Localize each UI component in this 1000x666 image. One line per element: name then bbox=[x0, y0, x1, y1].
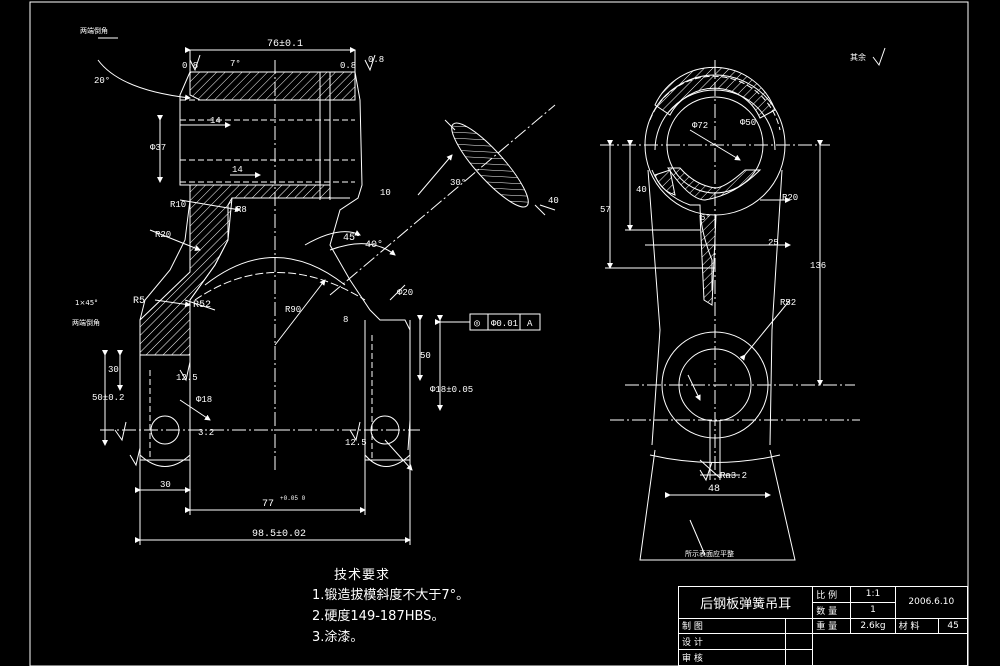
gdt-symbol: ◎ bbox=[474, 319, 480, 330]
section-cut-ellipse bbox=[451, 122, 529, 208]
part-name: 后钢板弹簧吊耳 bbox=[677, 586, 814, 619]
left-view-labels: 76±0.1 0.8 7° 0.8 0.8 14 14 Φ37 R10 R8 R… bbox=[72, 26, 559, 540]
surface-note: 所示表面应平整 bbox=[685, 549, 734, 558]
tech-item-3: 3.涂漆。 bbox=[312, 630, 364, 645]
dim-r20: R20 bbox=[782, 193, 798, 203]
dim-small-8: 8 bbox=[343, 315, 348, 325]
dim-right-50: 50 bbox=[420, 351, 431, 361]
dim-width-14: 14 bbox=[210, 116, 221, 126]
dim-width-77: 77 bbox=[262, 499, 274, 510]
note-top-left: 两端倒角 bbox=[80, 26, 108, 35]
gdt-datum: A bbox=[527, 319, 533, 329]
dim-ang6: 6° bbox=[700, 213, 711, 223]
dim-r8: R8 bbox=[236, 205, 247, 215]
dim-ang45: 45° bbox=[343, 232, 361, 244]
dim-left-50: 50±0.2 bbox=[92, 393, 124, 403]
dim-w48: 48 bbox=[708, 484, 720, 495]
dim-left-30: 30 bbox=[108, 365, 119, 375]
tech-item-1: 1.锻造拔模斜度不大于7°。 bbox=[312, 588, 470, 603]
gdt-value: Φ0.01 bbox=[491, 319, 518, 329]
right-view bbox=[600, 47, 886, 561]
note-left-bottom: 两端倒角 bbox=[72, 318, 100, 327]
dim-ang40: 40° bbox=[365, 239, 383, 251]
material-value: 45 bbox=[938, 617, 968, 635]
dim-chamfer-right: 0.8 bbox=[340, 61, 356, 71]
technical-requirements: 技术要求 1.锻造拔模斜度不大于7°。 2.硬度149-187HBS。 3.涂漆… bbox=[312, 567, 552, 648]
dim-h136: 136 bbox=[810, 261, 826, 271]
weight-label: 重 量 bbox=[812, 617, 852, 635]
dim-r90: R90 bbox=[285, 305, 301, 315]
dim-d20: Φ20 bbox=[397, 288, 413, 298]
rough-a: 12.5 bbox=[176, 373, 198, 383]
right-view-labels: Φ72 Φ50 40 57 6° 25 R52 136 R20 48 Ra3.2… bbox=[600, 52, 866, 558]
dim-angle-top-left: 20° bbox=[94, 76, 110, 86]
dim-d72: Φ72 bbox=[692, 121, 708, 131]
dim-tilt: 7° bbox=[230, 59, 241, 69]
tech-item-2: 2.硬度149-187HBS。 bbox=[312, 609, 445, 624]
dim-r20: R20 bbox=[155, 230, 171, 240]
drawing-date: 2006.6.10 bbox=[894, 586, 969, 619]
dim-r52: R52 bbox=[193, 300, 211, 311]
rough-d: 3.2 bbox=[198, 428, 214, 438]
scale-value: 1:1 bbox=[850, 586, 896, 603]
dim-bore-37: Φ37 bbox=[150, 143, 166, 153]
dim-lower-14: 14 bbox=[232, 165, 243, 175]
dim-r25: 25 bbox=[768, 238, 779, 248]
note-left-mid: 1×45° bbox=[75, 299, 98, 307]
dim-hole-18: Φ18 bbox=[196, 395, 212, 405]
review-label: 审 核 bbox=[677, 649, 787, 666]
dim-len-30: 30 bbox=[160, 480, 171, 490]
arm-rib bbox=[699, 214, 717, 306]
dim-width-98: 98.5±0.02 bbox=[252, 529, 306, 540]
draw-label: 制 图 bbox=[677, 617, 787, 635]
dim-top-width: 76±0.1 bbox=[267, 39, 303, 50]
dim-tol: Ra3.2 bbox=[720, 471, 747, 481]
dim-hole-side: Φ18±0.05 bbox=[430, 385, 473, 395]
roughness-other-label: 其余 bbox=[850, 52, 866, 62]
scale-label: 比 例 bbox=[812, 586, 852, 603]
dim-d10: 10 bbox=[380, 188, 391, 198]
dim-r52: R52 bbox=[780, 298, 796, 308]
rough-b: 12.5 bbox=[345, 438, 367, 448]
dim-chamfer-left: 0.8 bbox=[368, 55, 384, 65]
dim-h57: 57 bbox=[600, 205, 611, 215]
dim-r10: R10 bbox=[170, 200, 186, 210]
title-block: 后钢板弹簧吊耳 比 例 1:1 2006.6.10 数 量 1 制 图 重 量 … bbox=[677, 586, 969, 666]
left-view bbox=[97, 37, 556, 545]
material-label: 材 料 bbox=[894, 617, 940, 635]
design-label: 设 计 bbox=[677, 633, 787, 651]
dim-tol-77: +0.05 0 bbox=[280, 495, 306, 502]
qty-label: 数 量 bbox=[812, 601, 852, 619]
web-section bbox=[139, 184, 331, 356]
dim-d50: Φ50 bbox=[740, 118, 756, 128]
drawing-border bbox=[29, 1, 969, 666]
dim-chamfer-top: 0.8 bbox=[182, 61, 198, 71]
dim-h40: 40 bbox=[636, 185, 647, 195]
dim-small-40: 40 bbox=[548, 196, 559, 206]
tech-title: 技术要求 bbox=[334, 568, 391, 583]
qty-value: 1 bbox=[850, 601, 896, 619]
weight-value: 2.6kg bbox=[850, 617, 896, 635]
dim-r5: R5 bbox=[133, 296, 145, 307]
top-flange-section bbox=[189, 71, 356, 101]
dim-cut-angle: 30° bbox=[450, 178, 466, 188]
